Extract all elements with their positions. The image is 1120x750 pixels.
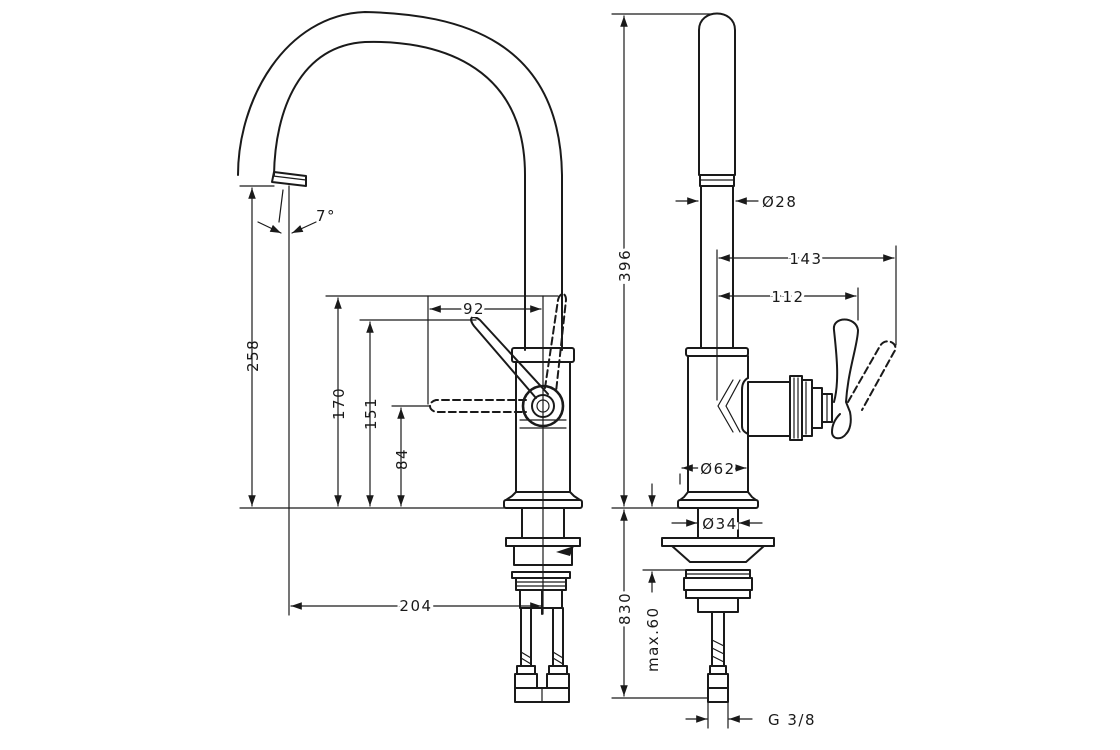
dim-shank-diameter: Ø34 (702, 515, 737, 533)
dim-depth-lever: 112 (771, 288, 804, 306)
dimension-labels: 7° 258 170 151 84 92 204 396 Ø28 143 112… (244, 193, 824, 729)
dim-reach: 204 (399, 597, 432, 615)
extension-lines (239, 13, 897, 729)
dim-lever-offset: 92 (463, 300, 485, 318)
dim-depth-total: 143 (789, 250, 822, 268)
front-body (429, 293, 583, 509)
dim-connection: G 3/8 (768, 711, 816, 729)
dim-spout-diameter: Ø28 (762, 193, 797, 211)
side-spout (698, 12, 736, 349)
dim-height-outlet: 258 (244, 339, 262, 372)
dim-height-lever-top: 170 (330, 387, 348, 420)
side-shank (661, 507, 775, 703)
dim-max-thickness: max.60 (644, 606, 662, 672)
dim-angle: 7° (316, 207, 336, 225)
dim-height-lever-axis: 84 (393, 448, 411, 470)
side-view (661, 12, 897, 703)
dim-height-lever-mid: 151 (362, 397, 380, 430)
dimension-arrows (248, 15, 895, 723)
side-body (677, 318, 897, 509)
dim-base-diameter: Ø62 (700, 460, 735, 478)
front-spout (237, 11, 563, 351)
dim-total-height: 396 (616, 249, 634, 282)
dim-hose-length: 830 (616, 592, 634, 625)
front-shank (505, 507, 581, 703)
